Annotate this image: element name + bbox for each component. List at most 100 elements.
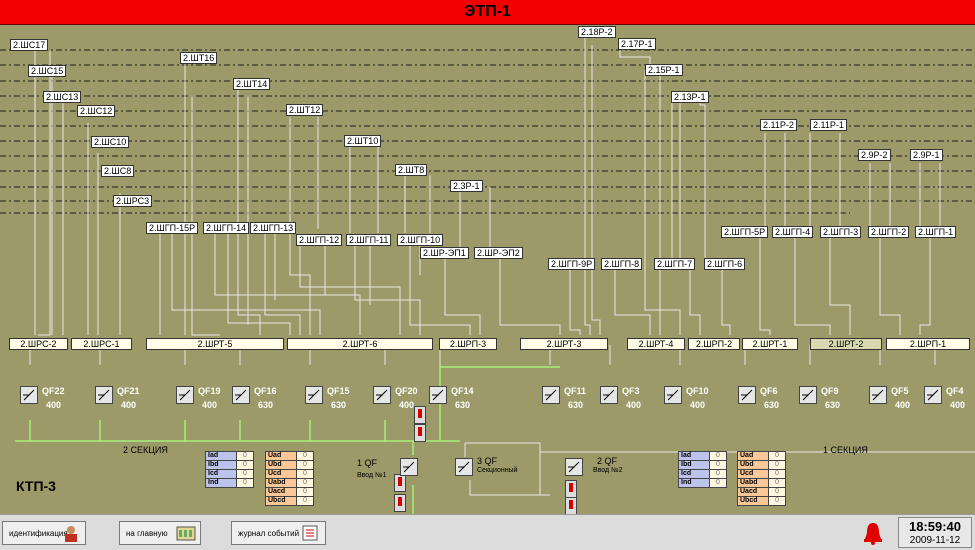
feeder-label[interactable]: 2.ШС8 — [101, 165, 135, 177]
feeder-label[interactable]: 2.ШС12 — [77, 105, 116, 117]
breaker-icon[interactable] — [305, 386, 323, 404]
meter-key: Uacd — [737, 487, 769, 497]
substation-name: КТП-3 — [16, 478, 56, 494]
panel-label[interactable]: 2.ШГП-13 — [250, 222, 297, 234]
breaker-rating: 400 — [895, 400, 911, 410]
breaker-icon[interactable] — [429, 386, 447, 404]
feeder-label[interactable]: 2.ШТ12 — [286, 104, 324, 116]
feeder-label[interactable]: 2.ШРС3 — [113, 195, 153, 207]
feeder-label[interactable]: 2.13Р-1 — [671, 91, 709, 103]
breaker-icon[interactable] — [20, 386, 38, 404]
meter-value: 0 — [296, 487, 314, 497]
breaker-icon[interactable] — [373, 386, 391, 404]
panel-label[interactable]: 2.ШГП-9Р — [548, 258, 596, 270]
breaker-name: 1 QF — [357, 458, 378, 468]
meter-key: Uad — [265, 451, 297, 461]
meter-value: 0 — [236, 451, 254, 461]
bus-label[interactable]: 2.ШРП-1 — [886, 338, 970, 350]
bus-label[interactable]: 2.ШРС-2 — [9, 338, 68, 350]
alarm-bell-icon[interactable] — [862, 521, 884, 545]
meter-value: 0 — [296, 451, 314, 461]
bus-label[interactable]: 2.ШРТ-4 — [627, 338, 685, 350]
breaker-icon[interactable] — [565, 458, 583, 476]
breaker-icon[interactable] — [924, 386, 942, 404]
meter-value: 0 — [768, 487, 786, 497]
breaker-icon[interactable] — [95, 386, 113, 404]
breaker-icon[interactable] — [455, 458, 473, 476]
bus-label[interactable]: 2.ШРС-1 — [71, 338, 132, 350]
feeder-label[interactable]: 2.9Р-1 — [910, 149, 943, 161]
meter-value: 0 — [296, 469, 314, 479]
breaker-name: QF22 — [42, 386, 65, 396]
meter-key: Ibd — [205, 460, 237, 470]
feeder-label[interactable]: 2.ШТ8 — [395, 164, 428, 176]
feeder-label[interactable]: 2.18Р-2 — [578, 26, 616, 38]
feeder-label[interactable]: 2.15Р-1 — [645, 64, 683, 76]
breaker-name: QF6 — [760, 386, 778, 396]
breaker-icon[interactable] — [869, 386, 887, 404]
bus-label[interactable]: 2.ШРТ-1 — [742, 338, 798, 350]
panel-label[interactable]: 2.ШР-ЭП2 — [474, 247, 523, 259]
breaker-rating: 400 — [121, 400, 137, 410]
bus-label[interactable]: 2.ШРТ-2 — [810, 338, 882, 350]
section-label-left: 2 СЕКЦИЯ — [123, 445, 168, 455]
breaker-icon[interactable] — [664, 386, 682, 404]
meter-value: 0 — [768, 496, 786, 506]
feeder-label[interactable]: 2.ШТ14 — [233, 78, 271, 90]
feeder-label[interactable]: 2.9Р-2 — [858, 149, 891, 161]
clock-time: 18:59:40 — [908, 519, 962, 534]
identification-button[interactable]: идентификация — [2, 521, 86, 545]
breaker-icon[interactable] — [400, 458, 418, 476]
breaker-icon[interactable] — [738, 386, 756, 404]
breaker-description: Секционный — [477, 467, 518, 474]
panel-label[interactable]: 2.ШР-ЭП1 — [420, 247, 469, 259]
panel-label[interactable]: 2.ШГП-15Р — [146, 222, 199, 234]
bottom-toolbar: идентификация на главную журнал событий … — [0, 514, 975, 550]
home-button[interactable]: на главную — [119, 521, 201, 545]
breaker-name: QF11 — [564, 386, 587, 396]
feeder-label[interactable]: 2.ШС15 — [28, 65, 67, 77]
panel-label[interactable]: 2.ШГП-5Р — [721, 226, 769, 238]
breaker-icon[interactable] — [176, 386, 194, 404]
panel-label[interactable]: 2.ШГП-6 — [704, 258, 746, 270]
feeder-label[interactable]: 2.ШТ16 — [180, 52, 218, 64]
feeder-label[interactable]: 2.11Р-1 — [810, 119, 847, 131]
panel-label[interactable]: 2.ШГП-7 — [654, 258, 696, 270]
feeder-label[interactable]: 2.ШС10 — [91, 136, 130, 148]
feeder-label[interactable]: 2.3Р-1 — [450, 180, 483, 192]
panel-label[interactable]: 2.ШГП-4 — [772, 226, 814, 238]
panel-label[interactable]: 2.ШГП-14 — [203, 222, 250, 234]
bus-label[interactable]: 2.ШРТ-3 — [520, 338, 608, 350]
breaker-icon[interactable] — [799, 386, 817, 404]
panel-label[interactable]: 2.ШГП-3 — [820, 226, 862, 238]
breaker-status-indicator — [565, 497, 577, 515]
panel-label[interactable]: 2.ШГП-2 — [868, 226, 910, 238]
breaker-icon[interactable] — [600, 386, 618, 404]
panel-label[interactable]: 2.ШГП-11 — [346, 234, 392, 246]
breaker-icon[interactable] — [232, 386, 250, 404]
panel-label[interactable]: 2.ШГП-1 — [915, 226, 957, 238]
feeder-label[interactable]: 2.ШТ10 — [344, 135, 382, 147]
bus-label[interactable]: 2.ШРТ-6 — [287, 338, 433, 350]
wiring — [29, 33, 975, 496]
bus-label[interactable]: 2.ШРП-3 — [439, 338, 497, 350]
event-log-button[interactable]: журнал событий — [231, 521, 326, 545]
panel-label[interactable]: 2.ШГП-12 — [296, 234, 343, 246]
breaker-icon[interactable] — [542, 386, 560, 404]
panel-label[interactable]: 2.ШГП-10 — [397, 234, 444, 246]
feeder-label[interactable]: 2.17Р-1 — [618, 38, 656, 50]
feeder-label[interactable]: 2.ШС17 — [10, 39, 49, 51]
breaker-rating: 400 — [690, 400, 706, 410]
feeder-label[interactable]: 2.ШС13 — [43, 91, 82, 103]
bus-label[interactable]: 2.ШРП-2 — [688, 338, 740, 350]
bus-label[interactable]: 2.ШРТ-5 — [146, 338, 284, 350]
meter-key: Ibd — [678, 460, 710, 470]
meter-key: Ucd — [265, 469, 297, 479]
panel-board-icon — [176, 526, 196, 541]
feeder-label[interactable]: 2.11Р-2 — [760, 119, 797, 131]
breaker-rating: 400 — [950, 400, 966, 410]
panel-label[interactable]: 2.ШГП-8 — [601, 258, 643, 270]
